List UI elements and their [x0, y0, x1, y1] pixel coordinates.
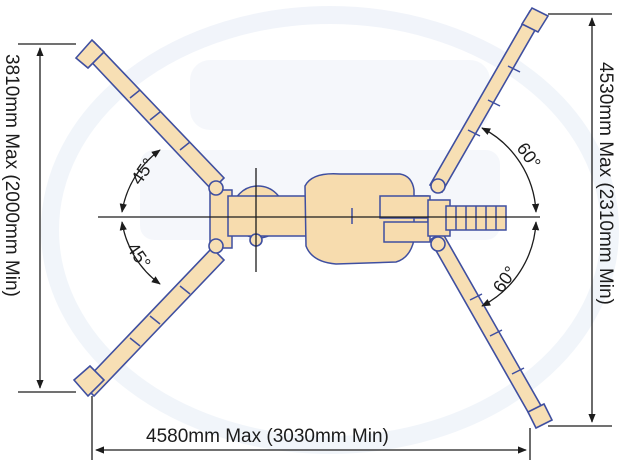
- angle-label-upper-right: 60°: [513, 139, 545, 173]
- left-dimension-label: 3810mm Max (2000mm Min): [1, 54, 22, 297]
- outrigger-lower-right: [428, 230, 554, 430]
- right-dimension-label: 4530mm Max (2310mm Min): [595, 62, 616, 305]
- centerlines: [98, 168, 540, 272]
- outrigger-lower-left: [72, 246, 226, 398]
- left-dimension: [18, 43, 76, 393]
- outrigger-upper-left: [74, 38, 226, 192]
- angle-label-lower-right: 60°: [489, 263, 521, 297]
- bottom-dimension-label: 4580mm Max (3030mm Min): [146, 426, 389, 447]
- right-dimension: [548, 13, 612, 427]
- angle-arcs: [119, 127, 540, 307]
- bottom-dimension: [91, 396, 531, 460]
- machine-body: [208, 173, 507, 265]
